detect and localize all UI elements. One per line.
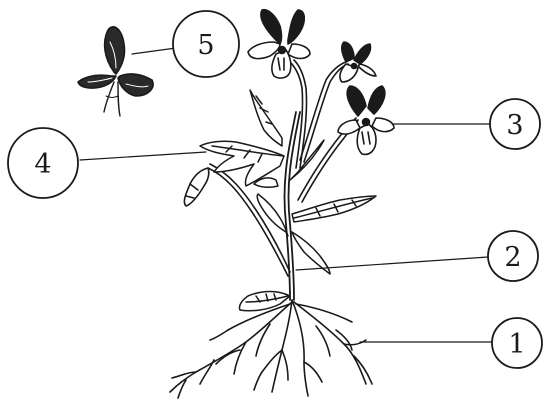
side-flower bbox=[340, 42, 376, 82]
callout-1: 1 bbox=[492, 318, 542, 368]
callout-3: 3 bbox=[490, 99, 540, 149]
callout-4: 4 bbox=[8, 128, 78, 198]
main-stem bbox=[285, 112, 301, 300]
fruit-capsule bbox=[78, 27, 153, 116]
leader-line-5 bbox=[132, 48, 176, 54]
callout-2-number: 2 bbox=[504, 242, 521, 273]
callout-2: 2 bbox=[488, 231, 538, 281]
top-flower bbox=[248, 10, 310, 78]
callout-5: 5 bbox=[173, 11, 239, 77]
basal-leaf bbox=[239, 292, 290, 311]
callout-1-number: 1 bbox=[508, 329, 525, 360]
root-system bbox=[170, 300, 372, 398]
callout-5-number: 5 bbox=[197, 30, 214, 61]
labeled-flower bbox=[338, 86, 394, 154]
leader-line-4 bbox=[80, 152, 206, 160]
callout-4-number: 4 bbox=[34, 149, 51, 180]
callout-3-number: 3 bbox=[506, 110, 523, 141]
